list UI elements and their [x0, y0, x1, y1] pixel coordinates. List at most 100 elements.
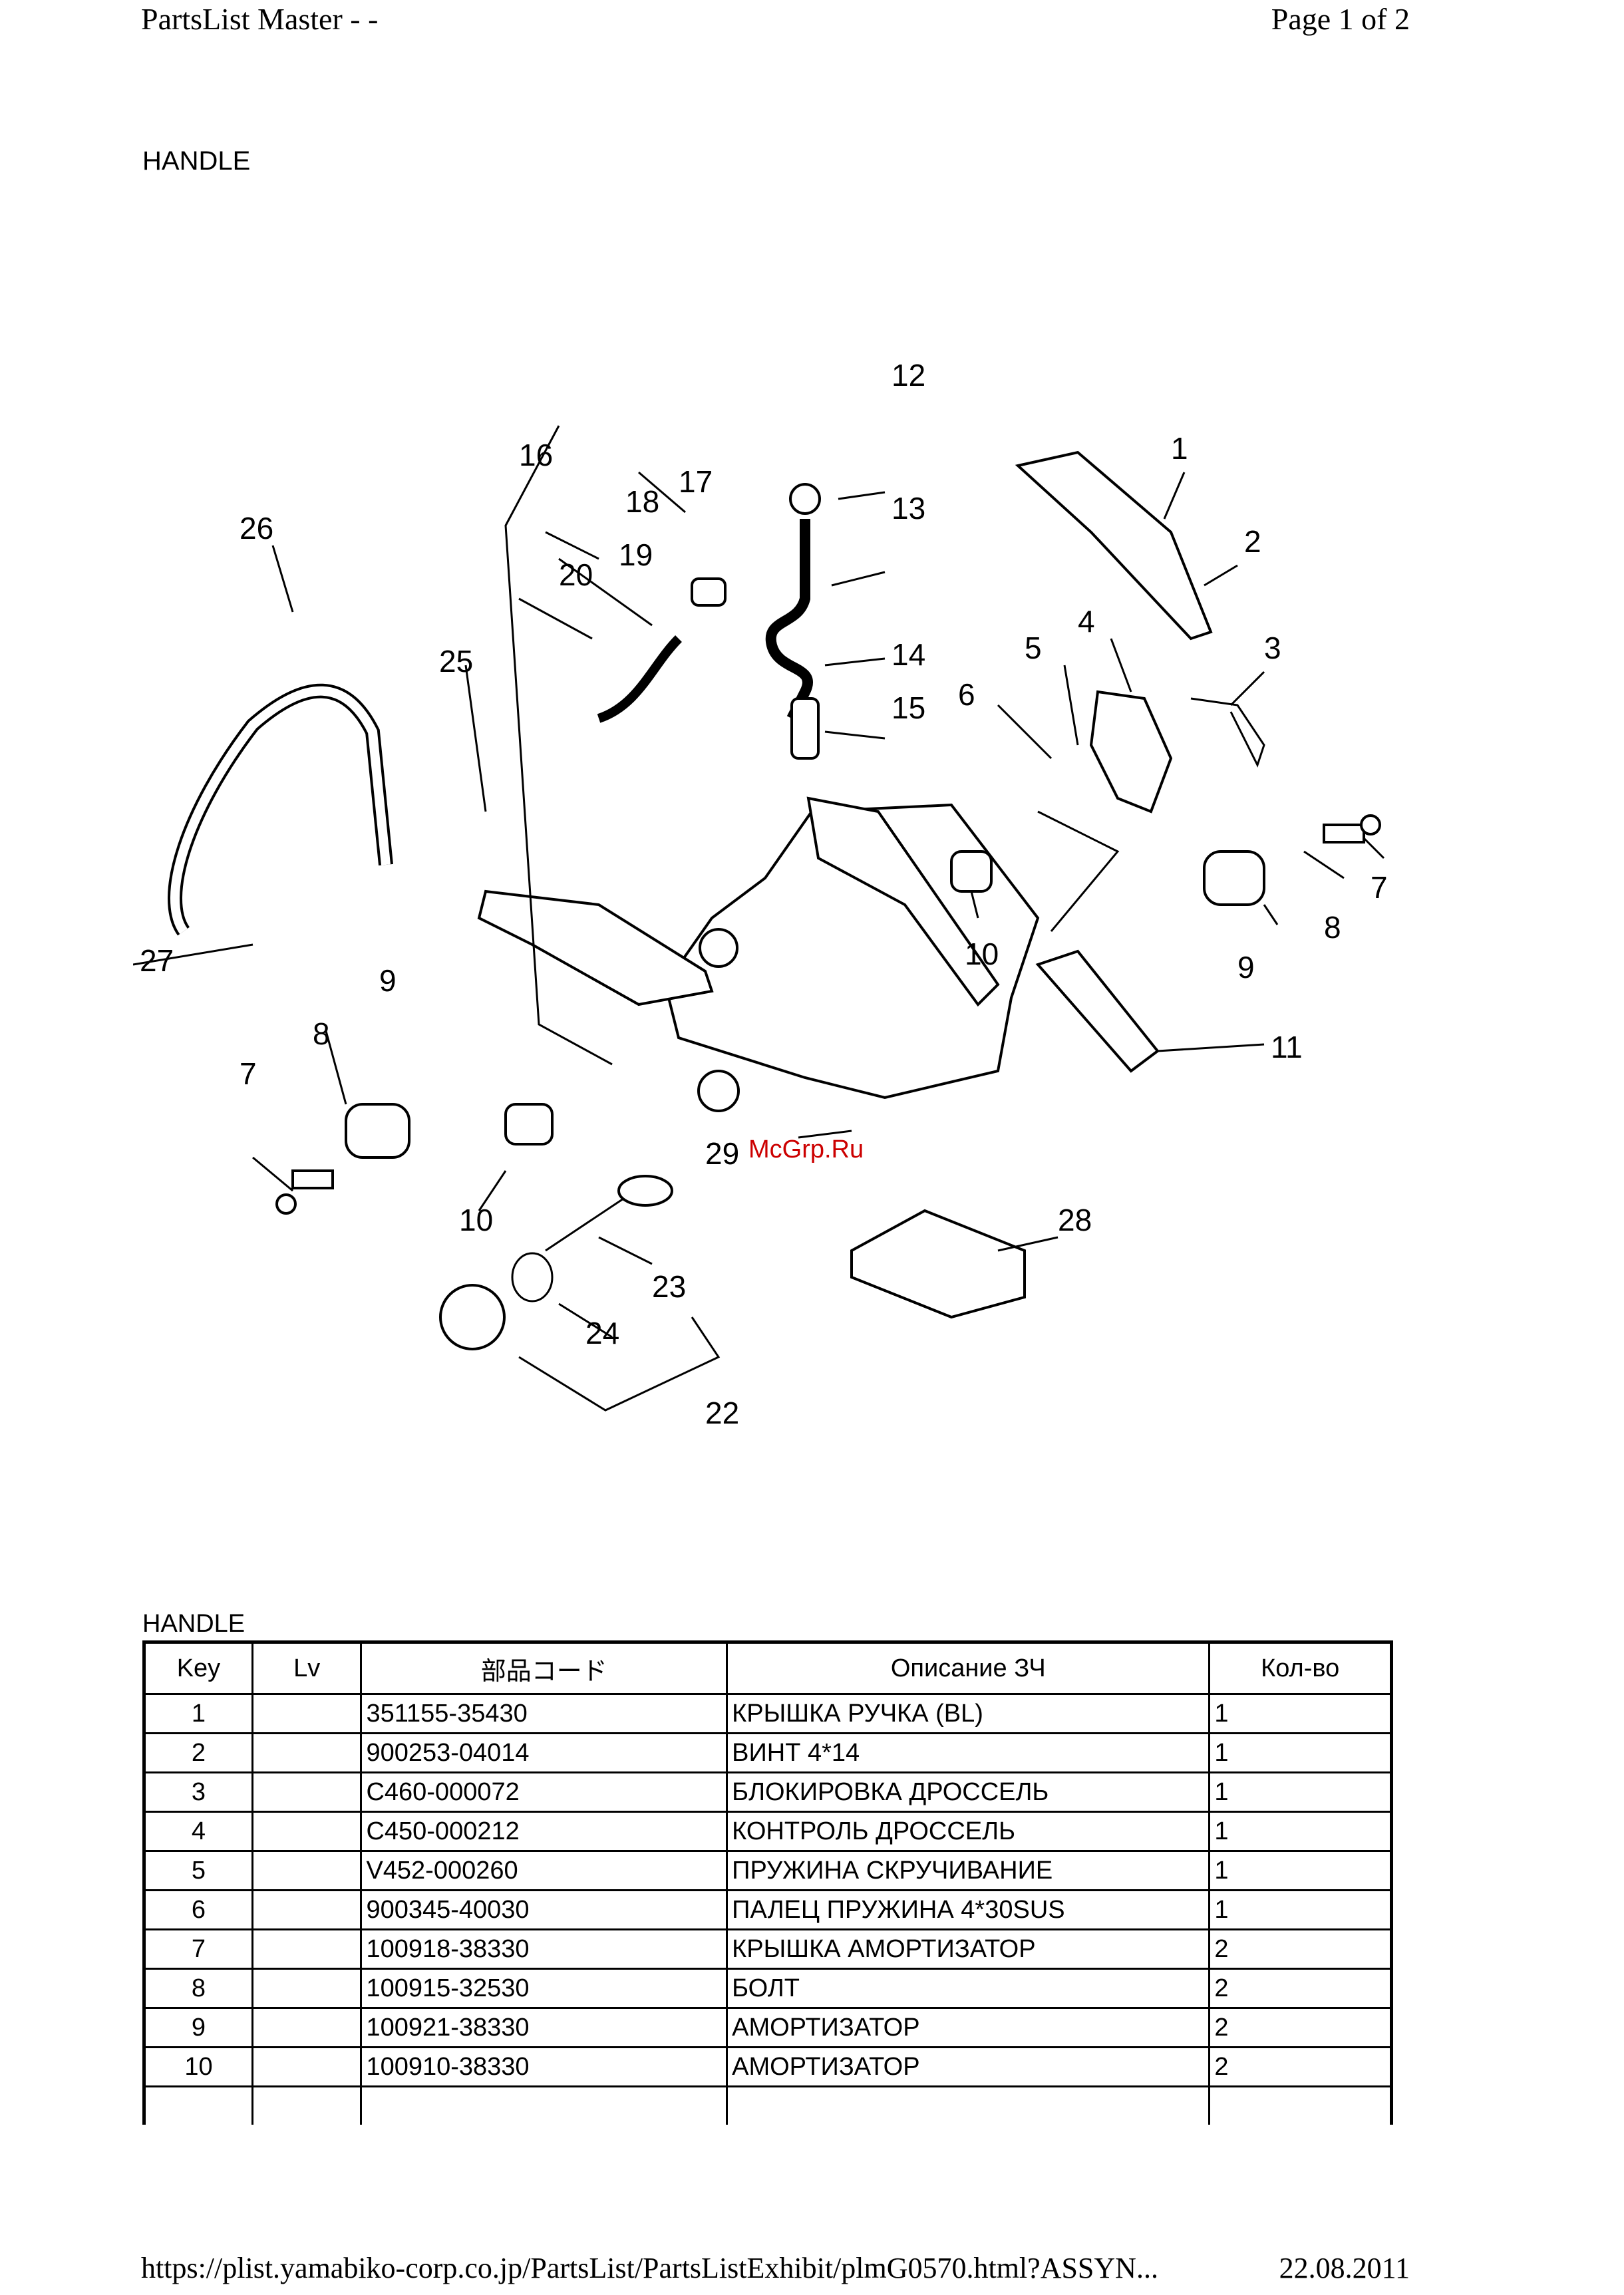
- header-key: Key: [142, 1640, 253, 1695]
- strainer-part: [545, 1196, 626, 1252]
- cell-lv: [251, 1693, 363, 1734]
- callout-29: 29: [705, 1136, 739, 1171]
- cell-key: 1: [142, 1693, 253, 1734]
- cell-quantity: 1: [1208, 1771, 1393, 1813]
- fuel-cap-part: [439, 1284, 506, 1350]
- callout-17: 17: [679, 464, 713, 499]
- callout-11: 11: [1271, 1030, 1303, 1064]
- filter-cap-part: [789, 483, 821, 515]
- header-part-code: 部品コード: [360, 1640, 729, 1695]
- cell-part-code: 100918-38330: [360, 1928, 729, 1970]
- callout-10-left: 10: [459, 1203, 493, 1237]
- handle-bracket-part: [806, 796, 1000, 1007]
- cap-left-part: [275, 1193, 297, 1215]
- cell-description: КРЫШКА АМОРТИЗАТОР: [726, 1928, 1211, 1970]
- callout-15: 15: [892, 690, 925, 725]
- callout-18: 18: [625, 484, 659, 519]
- callout-12: 12: [892, 358, 925, 392]
- callout-27: 27: [140, 943, 174, 978]
- cell-quantity: 1: [1208, 1850, 1393, 1891]
- cell-quantity: 2: [1208, 2007, 1393, 2048]
- bushing-left-part: [504, 1103, 554, 1146]
- callout-24: 24: [585, 1316, 619, 1350]
- callout-10-right: 10: [965, 937, 999, 971]
- handle-cover-part: [1015, 450, 1213, 641]
- cell-key: 3: [142, 1771, 253, 1813]
- header-description: Описание ЗЧ: [726, 1640, 1211, 1695]
- sponge-part: [1035, 949, 1160, 1073]
- callout-5: 5: [1025, 631, 1042, 665]
- cell-part-code: V452-000260: [360, 1850, 729, 1891]
- cell-lv: [251, 1811, 363, 1852]
- callout-22: 22: [705, 1396, 739, 1430]
- cell-quantity: 1: [1208, 1811, 1393, 1852]
- callout-6: 6: [958, 677, 975, 712]
- cell-lv: [251, 1732, 363, 1773]
- cell-description: КРЫШКА РУЧКА (BL): [726, 1693, 1211, 1734]
- cell-description: ПАЛЕЦ ПРУЖИНА 4*30SUS: [726, 1889, 1211, 1930]
- cell-lv: [251, 1889, 363, 1930]
- cell-quantity: 2: [1208, 1928, 1393, 1970]
- damper-right-part: [1203, 850, 1265, 906]
- callout-4: 4: [1078, 604, 1095, 639]
- cell-key: 6: [142, 1889, 253, 1930]
- cell-quantity: 1: [1208, 1693, 1393, 1734]
- damper-left-part: [345, 1103, 410, 1159]
- cell-lv: [251, 2046, 363, 2087]
- callout-2: 2: [1244, 524, 1261, 559]
- cell-part-code: 900253-04014: [360, 1732, 729, 1773]
- cell-part-code: 100921-38330: [360, 2007, 729, 2048]
- cell-lv: [251, 1968, 363, 2009]
- callout-20: 20: [559, 557, 593, 592]
- fuel-pipe-part: [765, 519, 813, 721]
- callout-14: 14: [892, 637, 925, 672]
- left-mount-plate-part: [477, 889, 714, 1006]
- cell-description: ВИНТ 4*14: [726, 1732, 1211, 1773]
- cell-description: БОЛТ: [726, 1968, 1211, 2009]
- cell-description: КОНТРОЛЬ ДРОССЕЛЬ: [726, 1811, 1211, 1852]
- callout-23: 23: [652, 1269, 686, 1304]
- callout-26: 26: [240, 511, 273, 545]
- cell-key: 2: [142, 1732, 253, 1773]
- fuel-filter-part: [790, 697, 820, 760]
- bushing-right-part: [950, 850, 993, 893]
- header-quantity: Кол-во: [1208, 1640, 1393, 1695]
- header-lv: Lv: [251, 1640, 363, 1695]
- callout-8-right: 8: [1324, 910, 1341, 945]
- strainer-head-part: [617, 1175, 673, 1207]
- throttle-lock-part: [1190, 697, 1265, 768]
- table-header-row: Key Lv 部品コード Описание ЗЧ Кол-во: [142, 1640, 1393, 1695]
- front-handle-bar-part: [168, 683, 393, 936]
- throttle-control-part: [1089, 690, 1173, 814]
- callout-9-left: 9: [379, 963, 397, 998]
- cell-description: АМОРТИЗАТОР: [726, 2007, 1211, 2048]
- callout-7-left: 7: [240, 1056, 257, 1091]
- table-section-title: HANDLE: [142, 1610, 245, 1638]
- callout-8-left: 8: [313, 1016, 330, 1051]
- footer-url: https://plist.yamabiko-corp.co.jp/PartsL…: [141, 2252, 1158, 2284]
- bottom-plate-part: [850, 1209, 1026, 1319]
- bolt-left-part: [291, 1169, 334, 1189]
- cell-key: 4: [142, 1811, 253, 1852]
- cell-description: АМОРТИЗАТОР: [726, 2046, 1211, 2087]
- vent-fitting-part: [691, 577, 727, 607]
- page-header-title: PartsList Master - -: [141, 2, 379, 36]
- callout-28: 28: [1058, 1203, 1092, 1237]
- table-row-empty: [142, 2085, 1393, 2125]
- footer-date: 22.08.2011: [1279, 2252, 1410, 2284]
- cell-part-code: 351155-35430: [360, 1693, 729, 1734]
- cell-lv: [251, 1850, 363, 1891]
- callout-19: 19: [619, 537, 653, 572]
- cell-key: 10: [142, 2046, 253, 2087]
- cell-part-code: C460-000072: [360, 1771, 729, 1813]
- cell-part-code: 100915-32530: [360, 1968, 729, 2009]
